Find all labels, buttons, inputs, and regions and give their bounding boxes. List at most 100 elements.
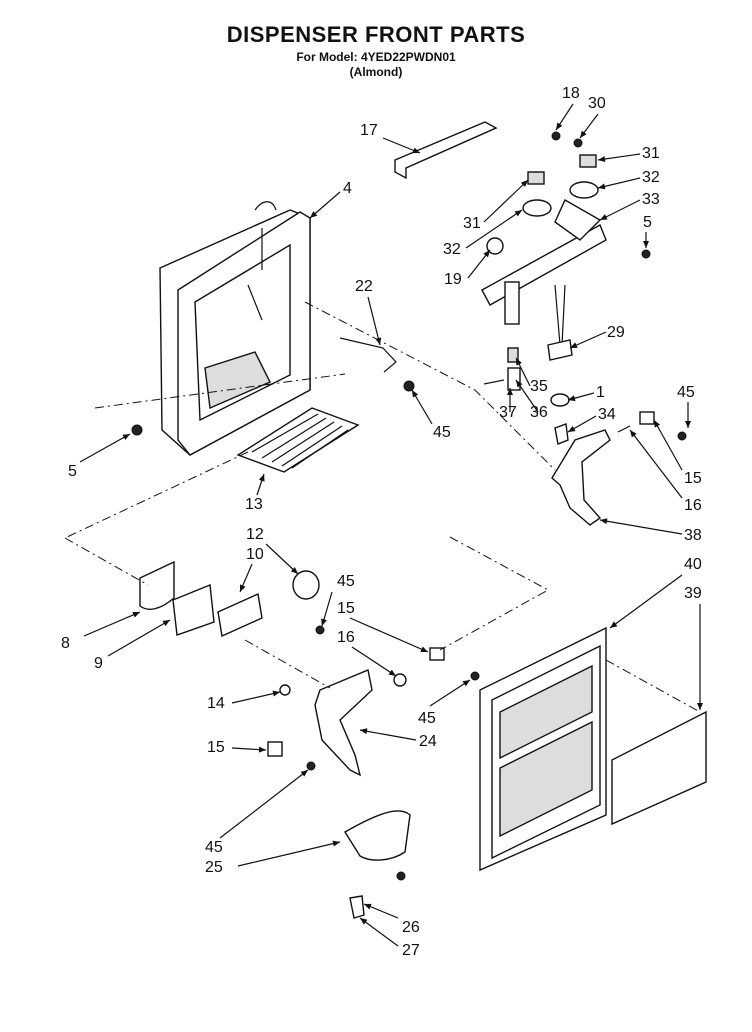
leader-arrowhead	[122, 434, 130, 441]
leader-arrowhead	[258, 746, 266, 753]
leader-arrowhead	[643, 241, 649, 248]
spring-clip	[547, 339, 573, 361]
callout-25: 25	[205, 859, 223, 876]
leader-line	[349, 617, 429, 653]
leader-arrowhead	[514, 210, 522, 217]
bracket-plate	[554, 199, 602, 241]
callout-37: 37	[499, 404, 517, 421]
screw-18	[551, 131, 561, 141]
spring-29	[554, 284, 566, 346]
callout-39: 39	[684, 585, 702, 602]
callout-32-upper-right: 32	[642, 169, 660, 186]
plate-9	[172, 584, 215, 636]
housing-wires	[247, 201, 277, 321]
switch-32-left	[522, 199, 552, 217]
leader-arrowhead	[332, 840, 340, 847]
diagram-title: DISPENSER FRONT PARTS	[226, 22, 526, 47]
callout-5-upper: 5	[643, 214, 652, 231]
lever-24	[314, 669, 373, 777]
callout-31-upper-right: 31	[642, 145, 660, 162]
centerline-e	[244, 639, 331, 689]
color-line: (Almond)	[349, 65, 403, 79]
leader-line	[599, 199, 641, 221]
leader-arrowhead	[240, 584, 246, 592]
leader-arrowhead	[685, 421, 691, 428]
screw-45-lower	[306, 761, 316, 771]
housing-tray	[204, 351, 271, 410]
spring-16-right	[617, 425, 631, 433]
leader-arrowhead	[364, 903, 372, 910]
callout-45-upper-left: 45	[433, 424, 451, 441]
screw-45-right	[677, 431, 687, 441]
leader-arrowhead	[162, 620, 170, 627]
leader-arrowhead	[610, 621, 618, 628]
callout-17: 17	[360, 122, 378, 139]
panel-window-upper	[499, 664, 593, 760]
cover-8	[139, 560, 175, 610]
callout-33: 33	[642, 191, 660, 208]
leader-arrowhead	[654, 420, 661, 428]
callout-4: 4	[343, 180, 352, 197]
callout-45-lower: 45	[205, 839, 223, 856]
callout-18: 18	[562, 85, 580, 102]
callout-36: 36	[530, 404, 548, 421]
leader-arrowhead	[412, 147, 420, 154]
callout-31-left: 31	[463, 215, 481, 232]
leader-arrowhead	[556, 122, 563, 130]
callout-32-left: 32	[443, 241, 461, 258]
callout-12: 12	[246, 526, 264, 543]
callout-45-mid: 45	[337, 573, 355, 590]
leader-line	[83, 611, 141, 637]
leader-lines	[79, 103, 703, 947]
switch-31-right	[579, 154, 597, 168]
callout-45-upper-right: 45	[677, 384, 695, 401]
pin-37	[483, 379, 505, 385]
callout-35: 35	[530, 378, 548, 395]
leader-line	[483, 179, 529, 223]
leader-line	[107, 619, 171, 657]
leader-arrowhead	[310, 211, 318, 218]
leader-line	[237, 841, 341, 867]
leader-arrowhead	[483, 250, 490, 258]
switch-31-left	[527, 171, 545, 185]
callout-45-lower-mid: 45	[418, 710, 436, 727]
leader-arrowhead	[132, 612, 140, 618]
callout-5-left: 5	[68, 463, 77, 480]
callout-9: 9	[94, 655, 103, 672]
paddle-arm	[551, 429, 611, 526]
mounting-bracket	[481, 224, 607, 306]
leader-arrowhead	[568, 425, 576, 432]
spring-16-mid	[393, 673, 407, 687]
ice-cup-25	[344, 810, 411, 861]
leader-arrowhead	[600, 518, 608, 525]
leader-arrowhead	[600, 214, 608, 220]
leader-arrowhead	[360, 728, 368, 735]
leader-line	[429, 679, 471, 707]
part-illustrations	[64, 121, 707, 919]
callout-34: 34	[598, 406, 616, 423]
screw-5-upper	[641, 249, 651, 259]
leader-line	[359, 729, 417, 741]
leader-line	[597, 177, 641, 189]
clip-27	[349, 895, 365, 919]
callout-15-lower: 15	[207, 739, 225, 756]
leader-line	[79, 433, 131, 463]
leader-arrowhead	[300, 770, 308, 777]
leader-arrowhead	[321, 618, 327, 626]
centerline-b	[64, 451, 249, 586]
leader-arrowhead	[507, 388, 513, 395]
leader-arrowhead	[630, 430, 637, 438]
centerline-f	[605, 659, 701, 713]
leader-arrowhead	[697, 703, 703, 710]
leader-arrowhead	[516, 380, 523, 388]
centerline-a	[94, 373, 346, 409]
callout-8: 8	[61, 635, 70, 652]
grille-slots	[251, 413, 349, 469]
callout-26: 26	[402, 919, 420, 936]
leader-line	[653, 419, 683, 471]
leader-arrowhead	[598, 183, 606, 190]
tip-34	[554, 423, 569, 445]
leader-line	[367, 296, 381, 346]
